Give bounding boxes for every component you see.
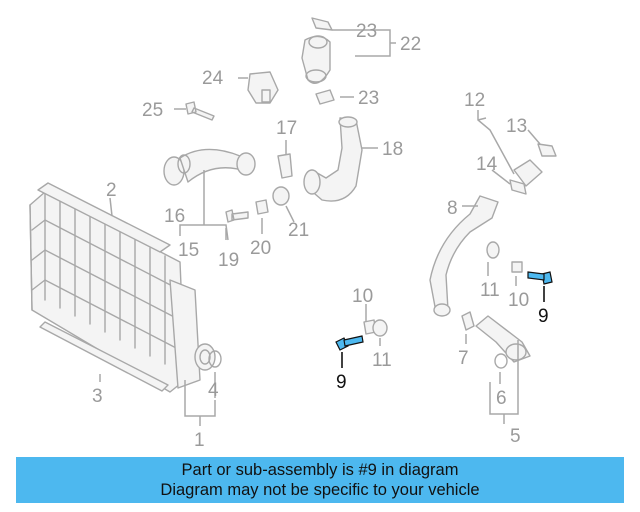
- callout-15: 15: [178, 240, 199, 261]
- callout-19: 19: [218, 250, 239, 271]
- bolt-19: [225, 209, 249, 223]
- bolt-9-center[interactable]: [335, 335, 364, 351]
- callout-11-right: 11: [480, 280, 500, 301]
- callout-20: 20: [250, 238, 271, 259]
- callout-24: 24: [202, 68, 224, 89]
- grommet-11-right: [486, 241, 500, 259]
- hose-clamp-23-lower: [315, 89, 335, 105]
- callout-labels: 1 2 3 4 5 6 7 8 9 9 10 10 11 11 12 13 14…: [92, 21, 549, 451]
- callout-18: 18: [382, 139, 403, 160]
- callout-11-center: 11: [372, 350, 392, 371]
- callout-8: 8: [447, 198, 458, 219]
- hose-12: [513, 159, 543, 187]
- clip-7: [461, 311, 475, 331]
- callout-21: 21: [288, 220, 309, 241]
- grommet-11-center: [372, 319, 388, 337]
- o-ring-4: [208, 350, 222, 368]
- callout-3: 3: [92, 386, 103, 407]
- bracket-17: [277, 153, 293, 179]
- hose-clamp-23-upper: [311, 17, 333, 31]
- callout-7: 7: [458, 348, 469, 369]
- clip-20: [255, 199, 269, 215]
- hose-clamp-13: [537, 143, 557, 157]
- caption-line-2: Diagram may not be specific to your vehi…: [160, 481, 480, 499]
- lower-air-guide: [39, 321, 169, 392]
- caption-banner: Part or sub-assembly is #9 in diagram Di…: [16, 457, 624, 503]
- callout-1: 1: [194, 430, 205, 451]
- hose-clamp-14: [509, 179, 527, 195]
- callout-14: 14: [476, 154, 498, 175]
- leader-lines: [99, 29, 545, 426]
- callout-13: 13: [506, 116, 527, 137]
- bolt-9-right[interactable]: [527, 271, 553, 285]
- callout-23-upper: 23: [356, 21, 377, 42]
- upper-air-guide: [37, 182, 171, 253]
- clip-10-right: [511, 261, 523, 273]
- callout-6: 6: [496, 388, 507, 409]
- callout-9-center: 9: [336, 372, 347, 393]
- callout-10-right: 10: [508, 290, 529, 311]
- callout-23-lower: 23: [358, 88, 379, 109]
- o-ring-6: [494, 353, 508, 369]
- callout-25: 25: [142, 100, 163, 121]
- callout-9-right: 9: [538, 306, 549, 327]
- intercooler-core: [29, 191, 216, 393]
- callout-16: 16: [164, 206, 185, 227]
- callout-22: 22: [400, 34, 421, 55]
- charge-pipe-18: [307, 117, 363, 202]
- grommet-21: [272, 186, 290, 206]
- caption-line-1: Part or sub-assembly is #9 in diagram: [181, 461, 459, 479]
- callout-4: 4: [208, 380, 219, 401]
- callout-2: 2: [106, 180, 117, 201]
- callout-5: 5: [510, 426, 521, 447]
- screw-25: [185, 101, 215, 121]
- callout-12: 12: [464, 90, 485, 111]
- callout-17: 17: [276, 118, 297, 139]
- callout-10-center: 10: [352, 286, 373, 307]
